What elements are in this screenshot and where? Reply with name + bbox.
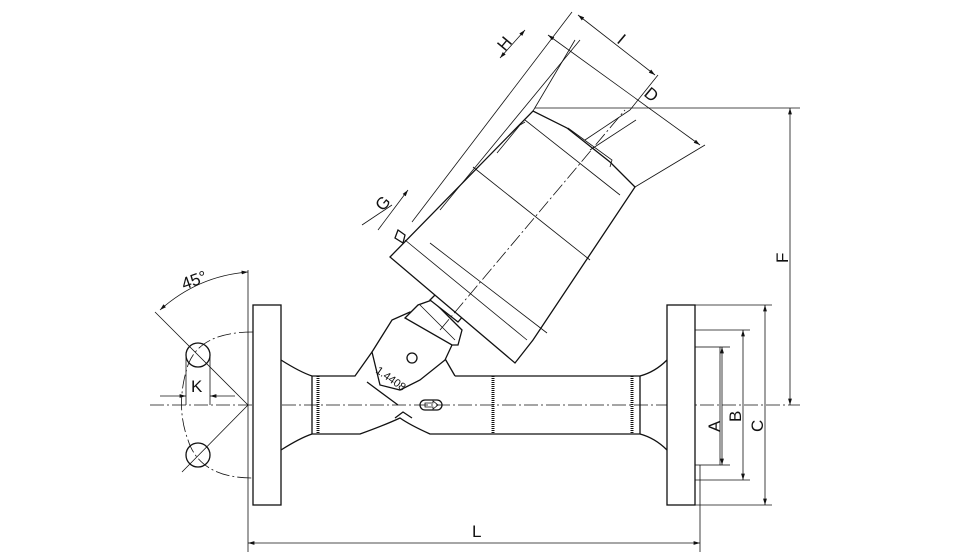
dimension-label-b: B [726, 411, 745, 422]
pipe-body [280, 349, 668, 451]
dimension-label-g: G [372, 192, 395, 214]
dimension-label-d: D [640, 84, 662, 106]
right-dimensions [535, 107, 800, 506]
dimension-label-k: K [191, 377, 203, 396]
right-flange [666, 304, 696, 506]
actuator-dimensions [361, 11, 706, 231]
dimension-label-h: H [494, 33, 516, 55]
actuator-axis-line [439, 109, 626, 331]
dimension-label-i: I [613, 31, 629, 49]
left-flange [252, 304, 282, 506]
angle-label: 45° [179, 267, 210, 294]
dimension-label-c: C [748, 420, 767, 432]
flow-direction-arrow-icon [419, 399, 443, 411]
dimension-label-l: L [472, 522, 481, 541]
bolt-pattern [154, 270, 254, 479]
flange-bore-detail [694, 346, 721, 466]
logo-icon [406, 352, 418, 364]
dimension-label-a: A [705, 420, 724, 432]
length-dimension [247, 270, 701, 552]
bolt-hole [185, 442, 211, 468]
weld-seams [316, 376, 634, 434]
dimension-label-f: F [773, 253, 792, 263]
